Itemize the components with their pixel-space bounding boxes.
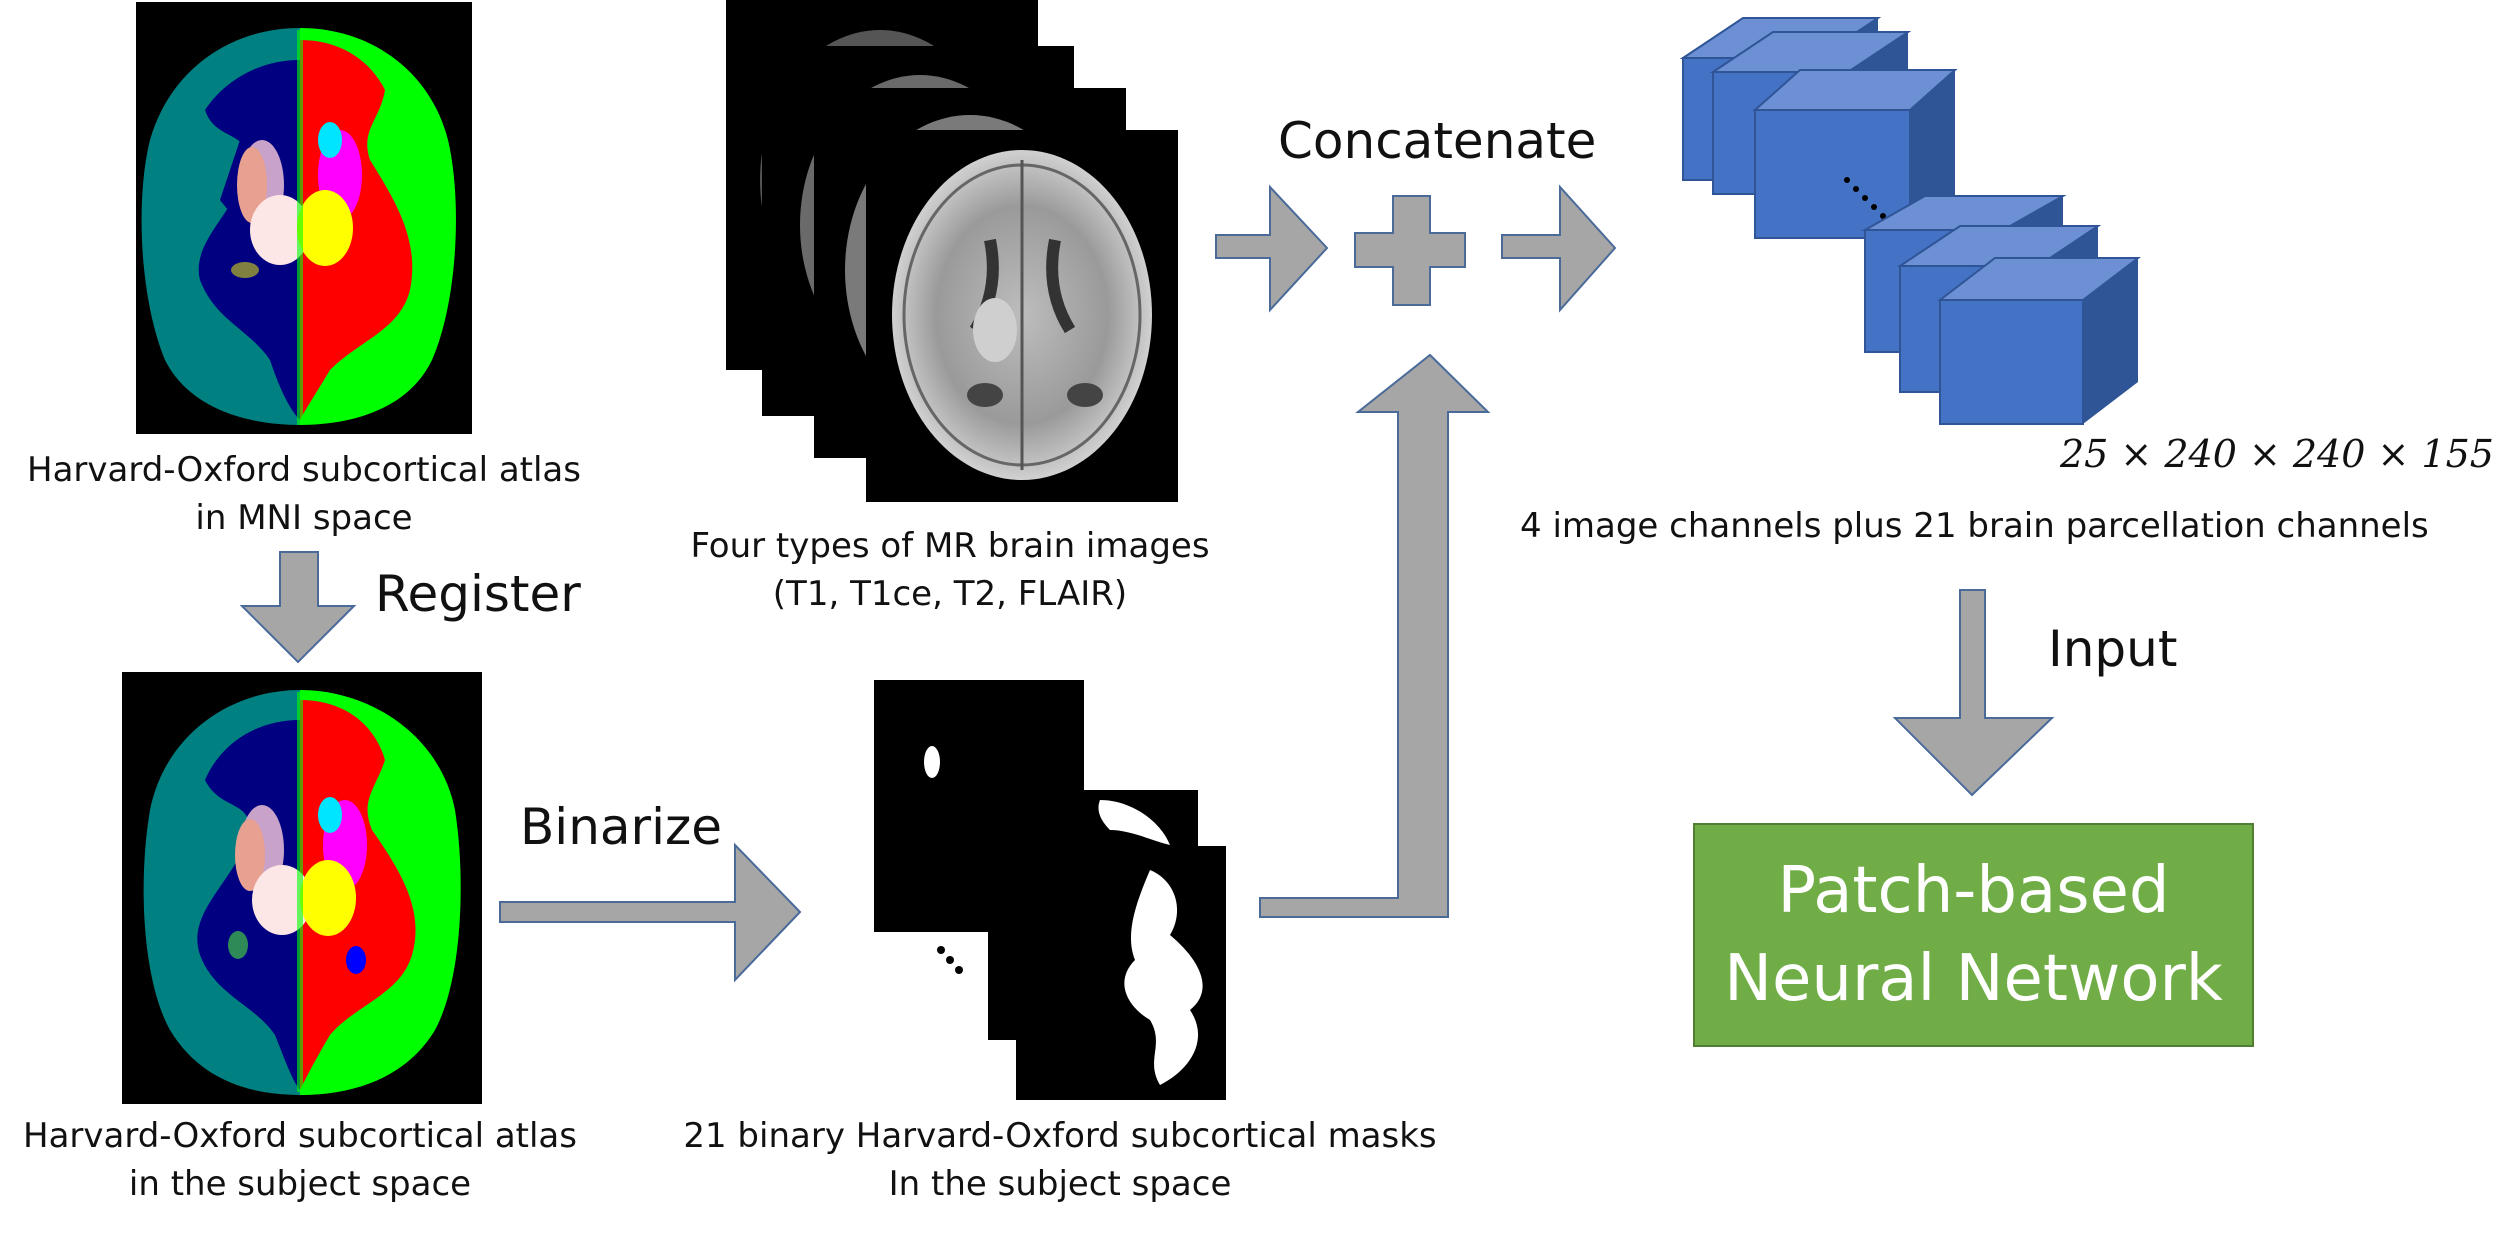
masks-caption: 21 binary Harvard-Oxford subcortical mas… [660, 1112, 1460, 1208]
binary-mask-stack [874, 680, 1226, 1100]
masks-to-plus-arrow [1259, 353, 1491, 918]
atlas-mni-caption-line1: Harvard-Oxford subcortical atlas [27, 450, 581, 490]
channels-caption: 4 image channels plus 21 brain parcellat… [1520, 506, 2429, 546]
plus-to-cubes-arrow [1501, 184, 1617, 313]
cube-ellipsis [1844, 177, 1886, 219]
atlas-subject-caption-line1: Harvard-Oxford subcortical atlas [23, 1116, 577, 1156]
mr-caption-line2: (T1, T1ce, T2, FLAIR) [772, 574, 1128, 614]
network-line1: Patch-based [1777, 854, 2170, 928]
atlas-subject-image [122, 672, 482, 1104]
mr-caption: Four types of MR brain images (T1, T1ce,… [690, 522, 1210, 618]
register-arrow [239, 551, 357, 664]
binarize-label: Binarize [520, 798, 722, 856]
atlas-mni-image [136, 2, 472, 434]
mr-image-stack [726, 0, 1178, 502]
input-label: Input [2048, 620, 2178, 678]
mr-caption-line1: Four types of MR brain images [690, 526, 1210, 566]
atlas-mni-caption: Harvard-Oxford subcortical atlas in MNI … [0, 446, 608, 542]
input-arrow [1892, 589, 2055, 797]
atlas-subject-caption: Harvard-Oxford subcortical atlas in the … [0, 1112, 600, 1208]
atlas-subject-caption-line2: in the subject space [128, 1164, 472, 1204]
concatenate-plus-icon [1354, 195, 1466, 306]
concatenate-label: Concatenate [1278, 112, 1597, 170]
mr-to-plus-arrow [1215, 184, 1329, 313]
binarize-arrow [499, 842, 802, 983]
cube-stack-top [1679, 17, 1958, 239]
register-label: Register [375, 565, 581, 623]
dimensions-label: 25 × 240 × 240 × 155 [2060, 432, 2494, 476]
network-line2: Neural Network [1724, 942, 2223, 1016]
cube-stack-bottom [1861, 195, 2141, 425]
masks-caption-line1: 21 binary Harvard-Oxford subcortical mas… [683, 1116, 1437, 1156]
neural-network-box: Patch-based Neural Network [1693, 823, 2254, 1047]
atlas-mni-caption-line2: in MNI space [195, 498, 413, 538]
masks-caption-line2: In the subject space [888, 1164, 1232, 1204]
